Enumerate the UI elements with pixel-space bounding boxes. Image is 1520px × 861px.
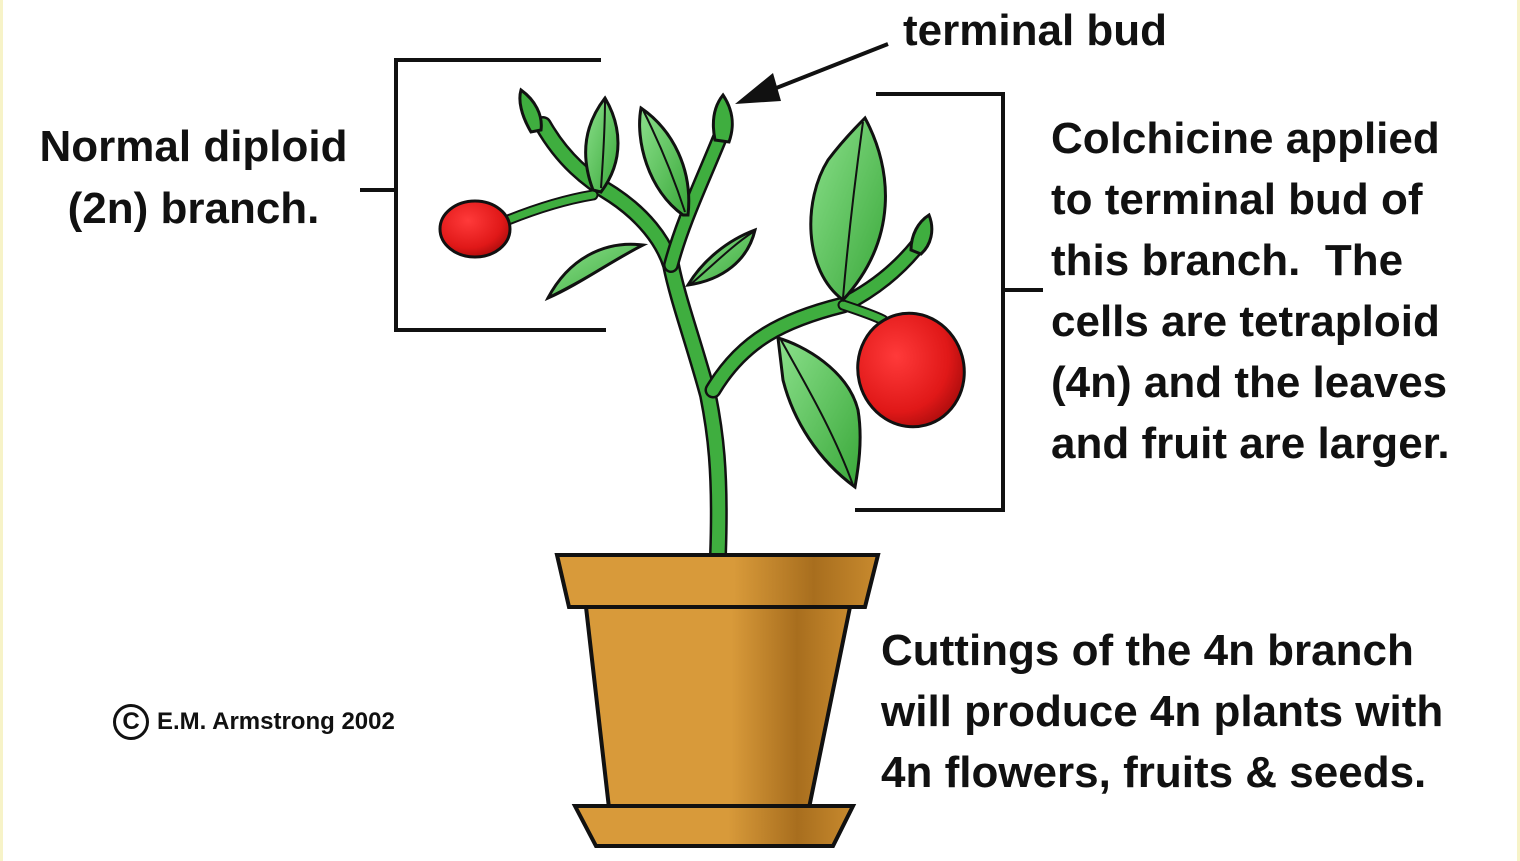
- leaf: [778, 338, 860, 487]
- colchicine-line: this branch. The: [1051, 230, 1450, 291]
- colchicine-line: cells are tetraploid: [1051, 291, 1450, 352]
- normal-branch-line: (2n) branch.: [21, 178, 366, 240]
- colchicine-label: Colchicine applied to terminal bud of th…: [1051, 108, 1450, 474]
- leaf: [811, 118, 886, 300]
- copyright-icon: C: [113, 704, 149, 740]
- pot-body: [586, 607, 850, 808]
- cuttings-label: Cuttings of the 4n branch will produce 4…: [881, 620, 1443, 803]
- cuttings-line: Cuttings of the 4n branch: [881, 620, 1443, 681]
- fruit-small: [440, 201, 510, 257]
- copyright-text: E.M. Armstrong 2002: [157, 708, 395, 736]
- terminal-bud-label: terminal bud: [903, 6, 1167, 56]
- terminal-bud: [713, 95, 732, 142]
- copyright-notice: C E.M. Armstrong 2002: [113, 700, 395, 744]
- cuttings-line: 4n flowers, fruits & seeds.: [881, 742, 1443, 803]
- bracket-4n: [855, 94, 1043, 510]
- colchicine-line: (4n) and the leaves: [1051, 352, 1450, 413]
- cuttings-line: will produce 4n plants with: [881, 681, 1443, 742]
- bud: [520, 90, 541, 132]
- colchicine-line: Colchicine applied: [1051, 108, 1450, 169]
- pot-rim: [557, 555, 878, 607]
- pot-saucer: [575, 806, 853, 846]
- bud: [911, 215, 932, 254]
- colchicine-line: to terminal bud of: [1051, 169, 1450, 230]
- flower-pot: [557, 555, 878, 846]
- terminal-bud-arrow: [735, 44, 888, 104]
- normal-branch-line: Normal diploid: [21, 116, 366, 178]
- fruit-large: [845, 301, 977, 439]
- normal-branch-label: Normal diploid (2n) branch.: [21, 116, 366, 240]
- colchicine-line: and fruit are larger.: [1051, 413, 1450, 474]
